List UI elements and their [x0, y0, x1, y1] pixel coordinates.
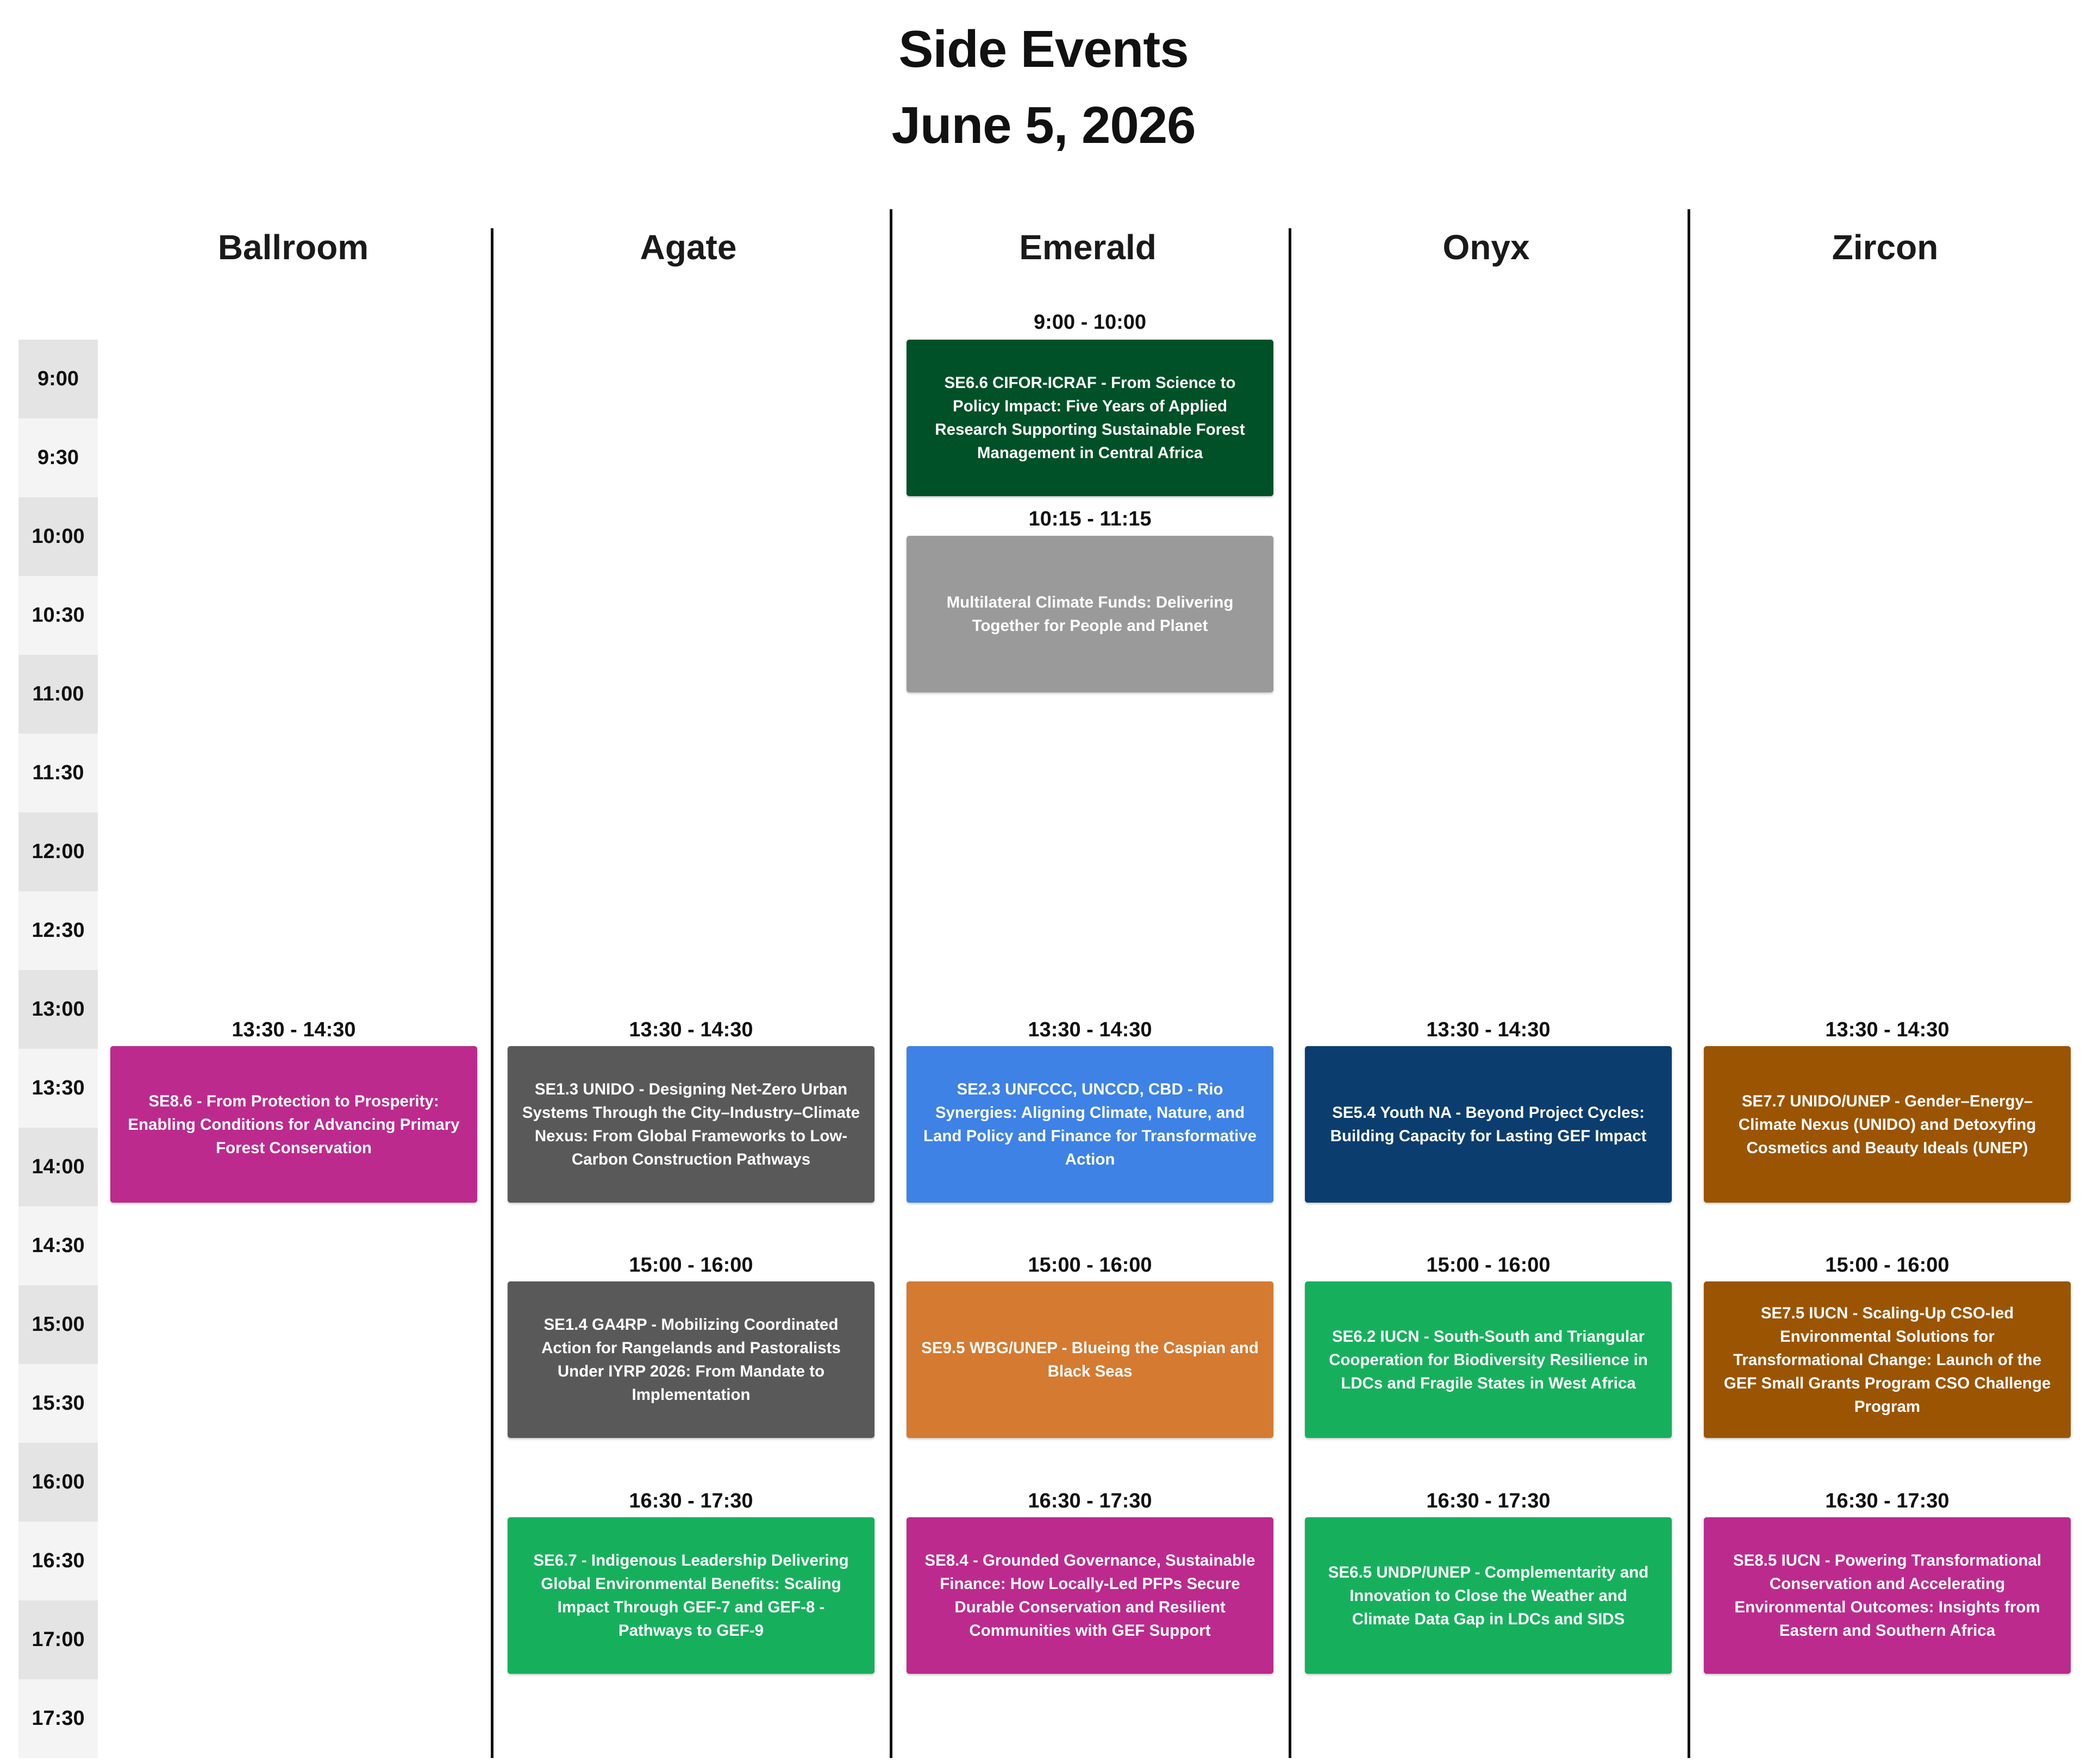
room-header-ballroom: Ballroom — [217, 228, 369, 267]
time-slot: 10:30 — [18, 576, 98, 655]
event-card-se9-5[interactable]: SE9.5 WBG/UNEP - Blueing the Caspian and… — [907, 1281, 1273, 1438]
event-card-title: SE6.7 - Indigenous Leadership Delivering… — [533, 1552, 849, 1640]
event-card-se7-5[interactable]: SE7.5 IUCN - Scaling-Up CSO-led Environm… — [1704, 1281, 2071, 1438]
title-line-2: June 5, 2026 — [891, 96, 1196, 154]
event-card-title: SE6.5 UNDP/UNEP - Complementarity and In… — [1328, 1563, 1649, 1628]
room-header-zircon: Zircon — [1832, 228, 1939, 267]
event-card-se6-6[interactable]: SE6.6 CIFOR-ICRAF - From Science to Poli… — [907, 340, 1273, 496]
time-slot: 14:00 — [18, 1128, 98, 1206]
time-slot: 11:00 — [18, 655, 98, 734]
event-time-label: 10:15 - 11:15 — [1028, 508, 1152, 530]
time-slot: 9:00 — [18, 340, 98, 418]
event-card-title: SE9.5 WBG/UNEP - Blueing the Caspian and… — [921, 1339, 1259, 1380]
event-time-label: 16:30 - 17:30 — [1028, 1490, 1152, 1512]
event-time-label: 15:00 - 16:00 — [1028, 1254, 1152, 1277]
event-card-title: SE5.4 Youth NA - Beyond Project Cycles: … — [1330, 1104, 1647, 1145]
time-slot: 13:00 — [18, 970, 98, 1049]
event-card-title: SE6.2 IUCN - South-South and Triangular … — [1329, 1327, 1648, 1392]
event-card-se1-3[interactable]: SE1.3 UNIDO - Designing Net-Zero Urban S… — [508, 1046, 874, 1203]
event-time-label: 15:00 - 16:00 — [1426, 1254, 1551, 1277]
event-card-title: SE8.6 - From Protection to Prosperity: E… — [128, 1092, 460, 1157]
event-card-se8-5[interactable]: SE8.5 IUCN - Powering Transformational C… — [1704, 1517, 2071, 1674]
event-card-title: SE1.3 UNIDO - Designing Net-Zero Urban S… — [522, 1080, 860, 1168]
event-time-label: 16:30 - 17:30 — [629, 1490, 753, 1512]
time-slot: 12:30 — [18, 891, 98, 970]
event-card-title: SE1.4 GA4RP - Mobilizing Coordinated Act… — [541, 1316, 841, 1404]
event-card-title: SE8.4 - Grounded Governance, Sustainable… — [924, 1552, 1255, 1640]
event-card-title: Multilateral Climate Funds: Delivering T… — [946, 593, 1234, 635]
time-slot: 10:00 — [18, 497, 98, 576]
event-card-se1-4[interactable]: SE1.4 GA4RP - Mobilizing Coordinated Act… — [508, 1281, 874, 1438]
event-card-se6-2[interactable]: SE6.2 IUCN - South-South and Triangular … — [1305, 1281, 1672, 1438]
time-slot: 16:30 — [18, 1522, 98, 1600]
event-card-se7-7[interactable]: SE7.7 UNIDO/UNEP - Gender–Energy–Climate… — [1704, 1046, 2071, 1203]
column-divider — [1289, 228, 1291, 1758]
time-slot: 9:30 — [18, 418, 98, 497]
column-divider — [890, 209, 892, 1758]
event-time-label: 13:30 - 14:30 — [629, 1018, 753, 1041]
event-time-label: 13:30 - 14:30 — [232, 1018, 356, 1041]
event-card-se6-5[interactable]: SE6.5 UNDP/UNEP - Complementarity and In… — [1305, 1517, 1672, 1674]
room-header-agate: Agate — [640, 228, 737, 267]
event-card-se5-4[interactable]: SE5.4 Youth NA - Beyond Project Cycles: … — [1305, 1046, 1672, 1203]
event-card-se8-4[interactable]: SE8.4 - Grounded Governance, Sustainable… — [907, 1517, 1273, 1674]
event-time-label: 13:30 - 14:30 — [1028, 1018, 1152, 1041]
event-time-label: 16:30 - 17:30 — [1426, 1490, 1551, 1512]
time-slot: 16:00 — [18, 1443, 98, 1522]
event-time-label: 16:30 - 17:30 — [1825, 1490, 1949, 1512]
room-header-onyx: Onyx — [1442, 228, 1530, 267]
title-line-1: Side Events — [898, 20, 1189, 78]
event-card-se6-7[interactable]: SE6.7 - Indigenous Leadership Delivering… — [508, 1517, 874, 1674]
event-time-label: 15:00 - 16:00 — [1825, 1254, 1949, 1277]
event-time-label: 13:30 - 14:30 — [1426, 1018, 1551, 1041]
time-slot: 17:00 — [18, 1600, 98, 1679]
time-slot: 11:30 — [18, 734, 98, 812]
event-card-title: SE8.5 IUCN - Powering Transformational C… — [1733, 1552, 2042, 1640]
event-card-title: SE6.6 CIFOR-ICRAF - From Science to Poli… — [935, 374, 1245, 462]
time-slot: 17:30 — [18, 1679, 98, 1758]
event-card-title: SE7.5 IUCN - Scaling-Up CSO-led Environm… — [1723, 1304, 2051, 1416]
time-slot: 14:30 — [18, 1206, 98, 1285]
room-header-emerald: Emerald — [1019, 228, 1157, 267]
time-slot: 15:00 — [18, 1285, 98, 1364]
time-slot: 13:30 — [18, 1049, 98, 1128]
time-slot: 12:00 — [18, 812, 98, 891]
column-divider — [491, 228, 493, 1758]
event-time-label: 9:00 - 10:00 — [1033, 311, 1146, 334]
event-card-title: SE7.7 UNIDO/UNEP - Gender–Energy–Climate… — [1738, 1092, 2036, 1157]
event-card-title: SE2.3 UNFCCC, UNCCD, CBD - Rio Synergies… — [923, 1080, 1257, 1168]
event-time-label: 15:00 - 16:00 — [629, 1254, 753, 1277]
column-divider — [1688, 209, 1690, 1758]
event-card-se2-3[interactable]: SE2.3 UNFCCC, UNCCD, CBD - Rio Synergies… — [907, 1046, 1273, 1203]
event-card-multilateral-climate-funds[interactable]: Multilateral Climate Funds: Delivering T… — [907, 536, 1273, 692]
time-slot: 15:30 — [18, 1364, 98, 1443]
event-card-se8-6[interactable]: SE8.6 - From Protection to Prosperity: E… — [110, 1046, 477, 1203]
event-time-label: 13:30 - 14:30 — [1825, 1018, 1949, 1041]
